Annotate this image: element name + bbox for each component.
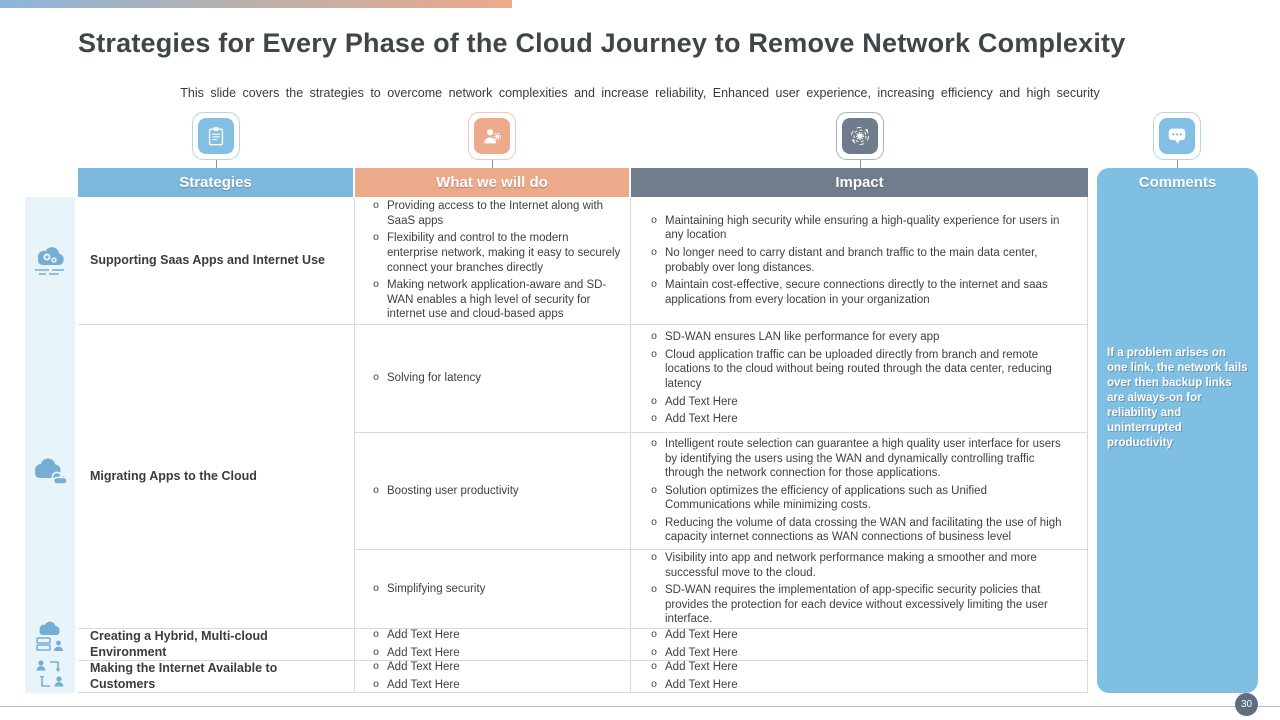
column-header-what-we-will-do: What we will do <box>355 168 631 197</box>
connector-line <box>492 160 493 168</box>
bullet-item: Intelligent route selection can guarante… <box>643 437 1075 481</box>
strategy-label: Creating a Hybrid, Multi-cloud Environme… <box>78 629 355 661</box>
cloud-gears-icon <box>35 247 64 275</box>
bullet-item: Providing access to the Internet along w… <box>365 199 622 228</box>
comments-panel: Comments If a problem arises on one link… <box>1097 168 1258 693</box>
bullet-item: Add Text Here <box>365 629 622 643</box>
bullet-item: Maintaining high security while ensuring… <box>643 214 1075 243</box>
what-cell: Providing access to the Internet along w… <box>355 197 631 325</box>
strategy-label: Supporting Saas Apps and Internet Use <box>78 197 355 325</box>
footer-divider <box>0 706 1280 707</box>
strategies-icon-box <box>192 112 240 160</box>
column-header-strategies: Strategies <box>78 168 355 197</box>
chat-bubble-icon <box>1159 118 1195 154</box>
column-header-impact: Impact <box>631 168 1088 197</box>
bullet-item: Add Text Here <box>643 412 1075 427</box>
bullet-item: Add Text Here <box>365 678 622 692</box>
what-cell: Boosting user productivity <box>355 433 631 550</box>
bullet-item: Visibility into app and network performa… <box>643 551 1075 580</box>
page-title: Strategies for Every Phase of the Cloud … <box>78 28 1126 58</box>
bullet-item: Add Text Here <box>365 646 622 660</box>
cloud-server-icon <box>36 621 63 651</box>
bullet-item: Making network application-aware and SD-… <box>365 278 622 322</box>
connector-line <box>860 160 861 168</box>
bullet-item: Add Text Here <box>643 678 1075 692</box>
bullet-item: Add Text Here <box>643 395 1075 410</box>
bullet-item: Solving for latency <box>365 371 622 386</box>
people-network-icon <box>36 660 64 687</box>
bullet-item: Add Text Here <box>365 661 622 675</box>
bullet-item: Add Text Here <box>643 629 1075 643</box>
bullet-item: Cloud application traffic can be uploade… <box>643 348 1075 392</box>
bullet-item: SD-WAN ensures LAN like performance for … <box>643 330 1075 345</box>
impact-cell: Visibility into app and network performa… <box>631 550 1088 629</box>
strategy-label: Making the Internet Available to Custome… <box>78 661 355 693</box>
bullet-item: SD-WAN requires the implementation of ap… <box>643 583 1075 627</box>
top-gradient-bar <box>0 0 512 8</box>
impact-cell: SD-WAN ensures LAN like performance for … <box>631 325 1088 433</box>
bullet-item: Flexibility and control to the modern en… <box>365 231 622 275</box>
comments-icon-box <box>1153 112 1201 160</box>
bullet-item: Boosting user productivity <box>365 484 622 499</box>
connector-line <box>216 160 217 168</box>
column-header-comments: Comments <box>1138 174 1217 191</box>
impact-cell: Add Text Here Add Text Here <box>631 661 1088 693</box>
gear-orbit-icon <box>842 118 878 154</box>
connector-line <box>1177 160 1178 168</box>
bullet-item: No longer need to carry distant and bran… <box>643 246 1075 275</box>
what-cell: Add Text Here Add Text Here <box>355 629 631 661</box>
bullet-item: Maintain cost-effective, secure connecti… <box>643 278 1075 307</box>
what-cell: Simplifying security <box>355 550 631 629</box>
what-icon-box <box>468 112 516 160</box>
bullet-item: Simplifying security <box>365 582 622 597</box>
bullet-item: Add Text Here <box>643 661 1075 675</box>
impact-cell: Add Text Here Add Text Here <box>631 629 1088 661</box>
bullet-item: Add Text Here <box>643 646 1075 660</box>
slide-subtitle: This slide covers the strategies to over… <box>180 86 1100 100</box>
bullet-item: Reducing the volume of data crossing the… <box>643 516 1075 545</box>
user-gear-icon <box>474 118 510 154</box>
page-number-badge: 30 <box>1235 693 1258 716</box>
bullet-item: Solution optimizes the efficiency of app… <box>643 484 1075 513</box>
impact-cell: Intelligent route selection can guarante… <box>631 433 1088 550</box>
strategy-table: Strategies What we will do Impact Suppor… <box>78 168 1088 693</box>
impact-icon-box <box>836 112 884 160</box>
what-cell: Add Text Here Add Text Here <box>355 661 631 693</box>
left-icon-strip <box>25 197 75 693</box>
comments-text: If a problem arises on one link, the net… <box>1107 347 1248 449</box>
clipboard-icon <box>198 118 234 154</box>
clouds-icon <box>35 458 68 485</box>
what-cell: Solving for latency <box>355 325 631 433</box>
strategy-label: Migrating Apps to the Cloud <box>78 325 355 629</box>
impact-cell: Maintaining high security while ensuring… <box>631 197 1088 325</box>
